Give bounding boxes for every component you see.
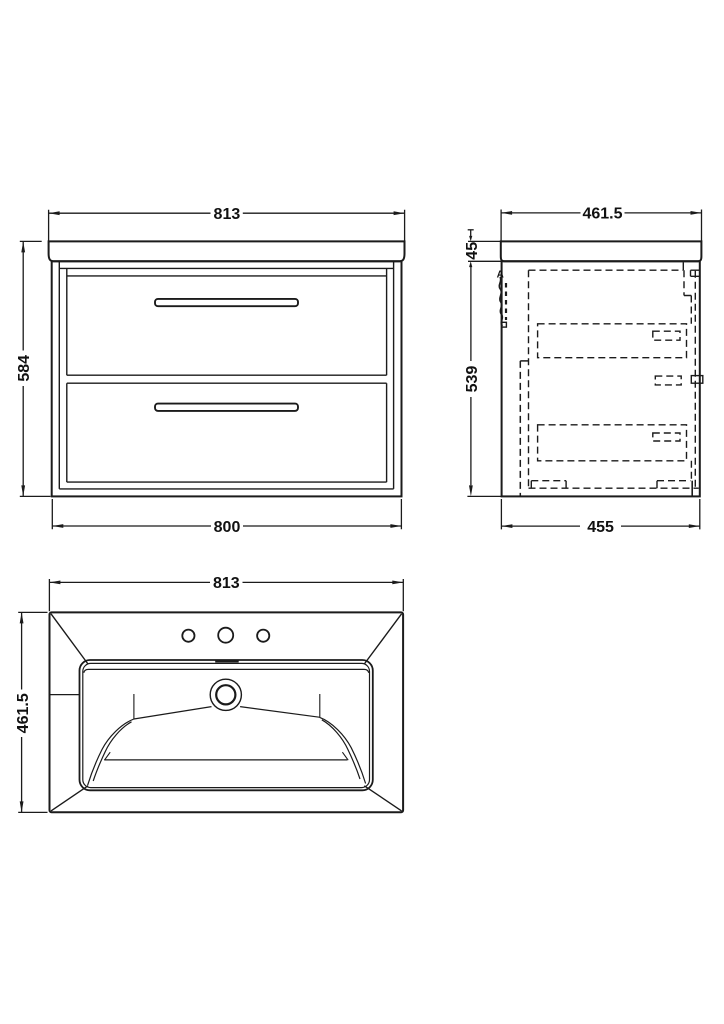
svg-text:539: 539: [464, 366, 481, 393]
svg-text:800: 800: [214, 519, 241, 536]
svg-text:584: 584: [16, 355, 33, 382]
svg-text:813: 813: [213, 575, 240, 592]
svg-text:461.5: 461.5: [15, 693, 32, 733]
svg-text:45: 45: [464, 242, 481, 260]
svg-text:A: A: [497, 270, 504, 281]
svg-text:813: 813: [214, 206, 241, 223]
svg-text:455: 455: [587, 519, 614, 536]
svg-text:461.5: 461.5: [582, 206, 622, 223]
